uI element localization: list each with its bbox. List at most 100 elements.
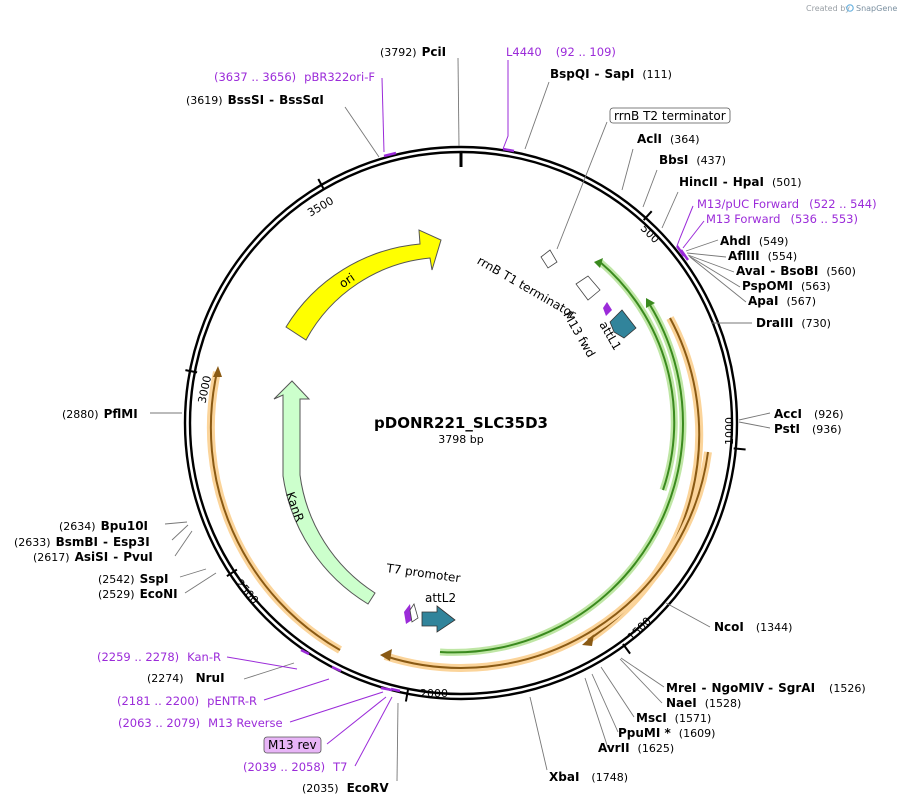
leader-ncoi xyxy=(665,602,711,628)
site-avrii[interactable]: AvrII(1625) xyxy=(598,741,674,755)
leader-acci xyxy=(738,412,771,421)
site-bsmbi[interactable]: (2633)BsmBI-Esp3I xyxy=(14,535,150,549)
site-econi[interactable]: (2529)EcoNI xyxy=(98,587,178,601)
primer-m13-forward[interactable]: M13 Forward(536 .. 553) xyxy=(706,212,858,226)
kanr-feature xyxy=(273,380,376,605)
rrnb-t2-box[interactable]: rrnB T2 terminator xyxy=(609,107,731,124)
m13-rev-box[interactable]: M13 rev xyxy=(263,736,322,754)
primer-mark-kan-r xyxy=(331,665,342,673)
site-acci[interactable]: AccI(926) xyxy=(774,407,844,421)
site-sspi[interactable]: (2542)SspI xyxy=(98,572,168,586)
leader-ppumi xyxy=(591,673,619,733)
rrnb-t2-label: rrnB T2 terminator xyxy=(614,109,726,123)
attl2-feature xyxy=(421,605,456,633)
t7-promoter-label: T7 promoter xyxy=(385,561,462,585)
primer-l4440[interactable]: L4440(92 .. 109) xyxy=(506,45,616,59)
orf-arc-orange-3 xyxy=(209,371,341,651)
site-nrui[interactable]: (2274)NruI xyxy=(147,671,225,685)
site-pcii[interactable]: (3792)PciI xyxy=(380,45,446,59)
attl1-feature xyxy=(609,309,637,339)
leader-pentr-r xyxy=(263,678,330,701)
site-mrei[interactable]: MreI-NgoMIV-SgrAI(1526) xyxy=(666,681,866,695)
tick-label-1000: 1000 xyxy=(723,417,736,445)
site-ppumi[interactable]: PpuMI *(1609) xyxy=(618,726,715,740)
tick-label-500: 500 xyxy=(638,222,662,246)
rrnb-t2-box-bg xyxy=(609,107,731,124)
primer-mark-pbr322ori xyxy=(383,151,397,158)
orf-arcs xyxy=(206,258,712,672)
site-apai[interactable]: ApaI(567) xyxy=(748,294,816,308)
primer-kan-r[interactable]: (2259 .. 2278)Kan-R xyxy=(97,650,221,664)
site-xbai[interactable]: XbaI(1748) xyxy=(549,770,628,784)
orf-arc-green-1 xyxy=(599,261,676,491)
site-acli[interactable]: AclI(364) xyxy=(637,132,700,146)
site-msci[interactable]: MscI(1571) xyxy=(636,711,711,725)
snapgene-watermark: Created by SnapGene xyxy=(806,4,897,13)
leader-econi xyxy=(184,572,217,594)
orf-arc-green-1-arrowhead xyxy=(594,258,603,268)
leader-rrnb-t2 xyxy=(556,121,608,250)
leader-l4440 xyxy=(502,60,509,150)
site-ncoi[interactable]: NcoI(1344) xyxy=(714,620,792,634)
site-pspomi[interactable]: PspOMI(563) xyxy=(742,279,831,293)
primer-t7[interactable]: (2039 .. 2058)T7 xyxy=(243,760,347,774)
primer-leader-lines xyxy=(226,60,705,767)
site-bspqi[interactable]: BspQI-SapI(111) xyxy=(550,67,672,81)
leader-afliii xyxy=(686,252,727,258)
leader-xbai xyxy=(529,696,548,771)
snapgene-logo-icon xyxy=(846,4,854,12)
site-ahdi[interactable]: AhdI(549) xyxy=(720,234,788,248)
site-avai[interactable]: AvaI-BsoBI(560) xyxy=(736,264,856,278)
site-afliii[interactable]: AflIII(554) xyxy=(728,249,797,263)
tick-2000 xyxy=(404,689,409,702)
leader-hincii xyxy=(661,191,679,229)
leader-m13-forward xyxy=(682,220,705,249)
primer-mark-m13-reverse xyxy=(380,686,393,692)
leader-m13-rev-box xyxy=(326,696,387,745)
leader-bspqi xyxy=(524,81,550,150)
site-bpu10i[interactable]: (2634)Bpu10I xyxy=(59,519,148,533)
site-hincii[interactable]: HincII-HpaI(501) xyxy=(679,175,802,189)
site-naei[interactable]: NaeI(1528) xyxy=(666,696,741,710)
primer-mark-t7 xyxy=(390,687,401,693)
watermark-brand: SnapGene xyxy=(856,4,897,13)
rrnb-t2-feature xyxy=(540,249,558,269)
leader-kan-r xyxy=(226,656,298,670)
site-bsssi[interactable]: (3619)BssSI-BssSαI xyxy=(186,93,324,107)
leader-m13-puc xyxy=(676,205,694,247)
plasmid-size: 3798 bp xyxy=(438,433,483,446)
leader-bpu10i xyxy=(164,521,188,525)
site-asisi[interactable]: (2617)AsiSI-PvuI xyxy=(33,550,153,564)
primer-mark-l4440 xyxy=(502,147,515,153)
leader-msci xyxy=(600,666,635,718)
site-ecorv[interactable]: (2035)EcoRV xyxy=(302,781,389,795)
backbone-inner-circle xyxy=(188,150,734,696)
watermark-prefix: Created by xyxy=(806,4,850,13)
site-psti[interactable]: PstI(936) xyxy=(774,422,842,436)
leader-pspomi xyxy=(688,255,741,288)
tick-3500 xyxy=(317,178,325,191)
leader-lines xyxy=(150,57,771,782)
t7-promoter-feature xyxy=(404,604,412,624)
orf-arc-orange-3-glow xyxy=(206,371,342,654)
leader-acli xyxy=(621,148,634,191)
primer-m13-reverse[interactable]: (2063 .. 2079)M13 Reverse xyxy=(118,716,283,730)
site-bbsi[interactable]: BbsI(437) xyxy=(659,153,726,167)
tick-1000 xyxy=(733,447,746,451)
primer-pentr-r[interactable]: (2181 .. 2200)pENTR-R xyxy=(117,694,257,708)
ori-feature xyxy=(285,229,442,341)
leader-sspi xyxy=(179,568,207,578)
tick-3000 xyxy=(185,369,198,374)
tick-500 xyxy=(642,210,653,221)
site-pflmi[interactable]: (2880)PflMI xyxy=(62,407,138,421)
primer-m13-puc[interactable]: M13/pUC Forward(522 .. 544) xyxy=(697,197,877,211)
leader-pbr322ori xyxy=(381,77,385,153)
tick-marks xyxy=(185,178,746,702)
attl2-label: attL2 xyxy=(425,591,456,605)
primer-pbr322ori[interactable]: (3637 .. 3656)pBR322ori-F xyxy=(214,70,375,84)
m13-rev-box-label: M13 rev xyxy=(268,738,317,752)
orf-arc-orange-1-arrowhead xyxy=(582,634,594,646)
orf-arc-green-2-arrowhead xyxy=(646,298,655,308)
site-draiii[interactable]: DraIII(730) xyxy=(756,316,831,330)
